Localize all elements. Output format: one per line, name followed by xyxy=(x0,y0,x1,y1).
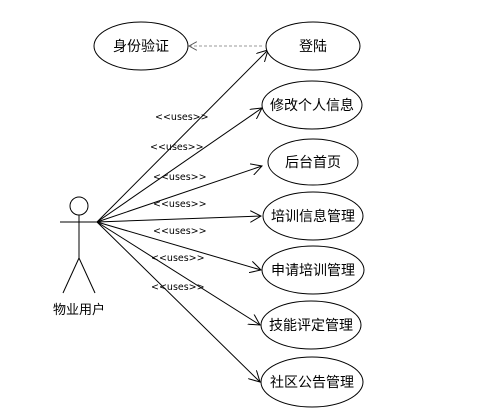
use-case-label: 后台首页 xyxy=(285,155,341,171)
uses-label: <<uses>> xyxy=(151,282,205,293)
association-lines xyxy=(96,50,268,382)
uses-label: <<uses>> xyxy=(155,112,209,123)
use-case-login[interactable]: 登陆 xyxy=(265,21,361,71)
use-case-identity-verification[interactable]: 身份验证 xyxy=(93,21,189,71)
uses-label: <<uses>> xyxy=(150,142,204,153)
actor-figure-icon xyxy=(60,196,97,294)
actor[interactable]: 物业用户 xyxy=(53,196,105,318)
use-case-label: 登陆 xyxy=(299,39,327,55)
use-case-community-notice[interactable]: 社区公告管理 xyxy=(260,356,364,408)
use-case-label: 身份验证 xyxy=(113,39,169,55)
association-line-admin-home xyxy=(96,166,262,223)
use-case-label: 社区公告管理 xyxy=(270,375,354,391)
use-case-training-info[interactable]: 培训信息管理 xyxy=(262,191,364,241)
association-line-training-apply xyxy=(96,221,261,270)
use-case-admin-home[interactable]: 后台首页 xyxy=(267,138,359,186)
association-line-skill-assessment xyxy=(96,221,260,325)
use-case-label: 申请培训管理 xyxy=(271,263,355,279)
uses-labels: <<uses>> <<uses>> <<uses>> <<uses>> <<us… xyxy=(150,112,209,293)
use-case-edit-profile[interactable]: 修改个人信息 xyxy=(261,80,363,130)
association-line-login xyxy=(96,50,268,223)
uses-label: <<uses>> xyxy=(153,226,207,237)
use-case-training-apply[interactable]: 申请培训管理 xyxy=(261,245,365,295)
use-case-label: 技能评定管理 xyxy=(269,318,353,334)
association-line-training-info xyxy=(96,216,261,223)
uses-label: <<uses>> xyxy=(153,172,207,183)
association-line-community-notice xyxy=(96,221,260,382)
use-case-skill-assessment[interactable]: 技能评定管理 xyxy=(260,300,362,350)
association-line-edit-profile xyxy=(96,108,262,223)
actor-name: 物业用户 xyxy=(53,302,105,318)
use-case-label: 修改个人信息 xyxy=(270,97,354,114)
use-case-label: 培训信息管理 xyxy=(271,208,355,225)
uses-label: <<uses>> xyxy=(151,253,205,264)
uses-label: <<uses>> xyxy=(153,199,207,210)
